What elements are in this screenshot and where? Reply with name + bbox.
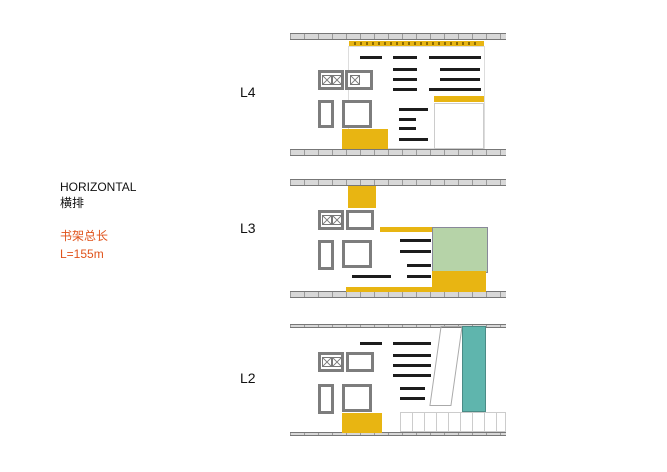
bookshelf xyxy=(352,275,391,278)
bookshelf xyxy=(360,56,382,59)
elevator-icon xyxy=(332,357,342,367)
bookshelf xyxy=(393,354,431,357)
reading-room-green xyxy=(432,227,488,273)
level-label-l3: L3 xyxy=(240,220,256,236)
bookshelf xyxy=(400,239,431,242)
elevator-icon xyxy=(332,75,342,85)
bookshelf xyxy=(393,342,431,345)
bookshelf xyxy=(400,250,431,253)
bookshelf xyxy=(440,78,480,81)
yellow-bench-strip xyxy=(346,287,432,292)
facade-rail-bottom xyxy=(290,432,506,436)
bookshelf xyxy=(400,397,425,400)
shelf-length-label-cn: 书架总长 xyxy=(60,229,109,243)
elevator-icon xyxy=(322,357,332,367)
floor-plan-l2 xyxy=(290,322,506,447)
floor-plan-l4 xyxy=(290,30,506,156)
elevator-icon xyxy=(332,215,342,225)
layout-type-label-cn: 横排 xyxy=(60,196,85,210)
bookshelf xyxy=(393,364,431,367)
bookshelf xyxy=(393,56,417,59)
bookshelf xyxy=(429,88,481,91)
bookshelf xyxy=(407,275,431,278)
bookshelf xyxy=(393,78,417,81)
stair-core xyxy=(342,384,372,412)
level-label-l4: L4 xyxy=(240,84,256,100)
yellow-seating-strip xyxy=(380,227,432,232)
floor-plan-l3 xyxy=(290,177,506,298)
bookshelf xyxy=(399,138,428,141)
void-area xyxy=(434,103,484,149)
stepped-seating xyxy=(400,412,506,432)
facade-rail-bottom xyxy=(290,149,506,156)
bookshelf xyxy=(440,68,480,71)
stair-core xyxy=(342,100,372,128)
facade-rail-top xyxy=(290,324,506,328)
floor-outline xyxy=(348,46,485,149)
bookshelf xyxy=(407,264,431,267)
elevator-icon xyxy=(322,215,332,225)
bookshelf xyxy=(400,387,425,390)
facade-rail-top xyxy=(290,179,506,186)
elevator-icon xyxy=(322,75,332,85)
bookshelf xyxy=(399,108,428,111)
bookshelf xyxy=(399,118,416,121)
stair-core-left xyxy=(318,100,334,128)
bookshelf xyxy=(393,374,431,377)
service-core xyxy=(346,210,374,230)
bookshelf xyxy=(393,68,417,71)
bookshelf xyxy=(429,56,481,59)
yellow-seating-area xyxy=(432,271,486,292)
yellow-seating-strip xyxy=(434,96,484,102)
stair-core-left xyxy=(318,240,334,270)
yellow-seating-area xyxy=(342,413,382,433)
bookshelf xyxy=(399,127,416,130)
escalator-ramp xyxy=(429,326,463,406)
stair-core-left xyxy=(318,384,334,414)
level-label-l2: L2 xyxy=(240,370,256,386)
atrium-void-teal xyxy=(462,326,486,412)
bookshelf xyxy=(360,342,382,345)
stair-core xyxy=(342,240,372,268)
bookshelf xyxy=(393,88,417,91)
service-core xyxy=(346,352,374,372)
facade-rail-bottom xyxy=(290,291,506,298)
yellow-seating-area xyxy=(342,129,388,149)
elevator-icon xyxy=(350,75,360,85)
seat-dots xyxy=(352,42,480,45)
shelf-length-value: L=155m xyxy=(60,247,104,261)
legend-block: HORIZONTAL 横排 书架总长 L=155m xyxy=(60,180,136,263)
facade-rail-top xyxy=(290,33,506,40)
layout-type-label: HORIZONTAL xyxy=(60,180,137,194)
yellow-lounge-area xyxy=(348,186,376,208)
